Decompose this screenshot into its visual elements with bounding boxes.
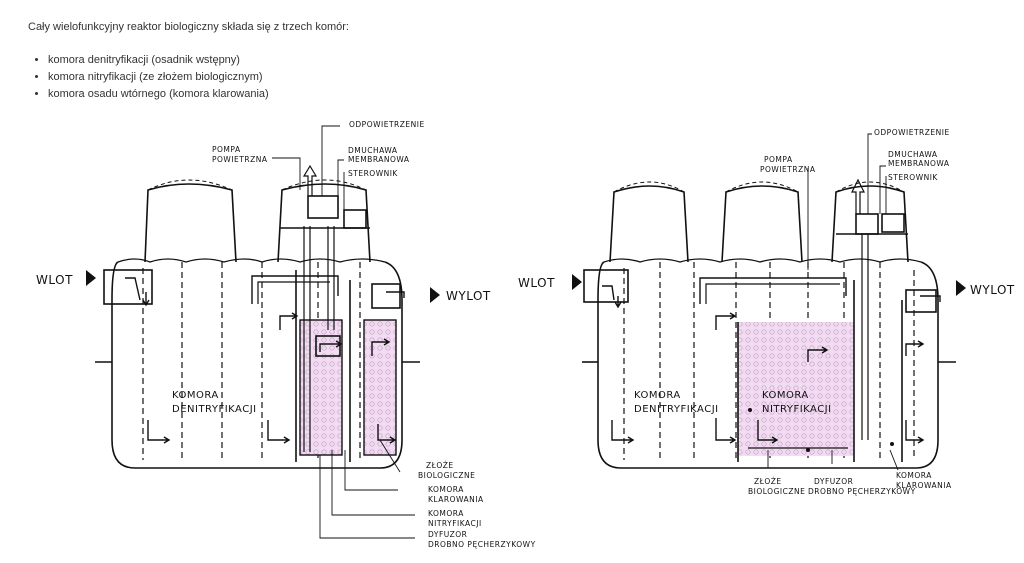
diffuser-label: DYFUZOR xyxy=(814,477,853,486)
bed-label: BIOLOGICZNE xyxy=(748,487,805,496)
clarification-label: KLAROWANIA xyxy=(428,495,484,504)
intro-text: Cały wielofunkcyjny reaktor biologiczny … xyxy=(28,21,349,33)
inlet-label: WLOT xyxy=(36,273,73,287)
bed-label: ZŁOŻE xyxy=(754,477,782,486)
denitrification-label: KOMORA xyxy=(634,390,681,401)
blower-label: DMUCHAWA xyxy=(348,146,398,155)
bed-label: BIOLOGICZNE xyxy=(418,471,475,480)
air-pump-label: POWIETRZNA xyxy=(760,165,816,174)
bed-label: ZŁOŻE xyxy=(426,461,454,470)
outlet-label: WYLOT xyxy=(970,283,1015,297)
air-pump-label: POMPA xyxy=(764,155,793,164)
diffuser-label: DYFUZOR xyxy=(428,530,467,539)
blower-label: DMUCHAWA xyxy=(888,150,938,159)
blower-label: MEMBRANOWA xyxy=(348,155,410,164)
diagram-left-labels: ODPOWIETRZENIE POMPA POWIETRZNA DMUCHAWA… xyxy=(36,120,536,549)
list-item: komora denitryfikacji (osadnik wstępny) xyxy=(48,52,269,69)
diagram-left xyxy=(86,125,440,539)
controller-label: STEROWNIK xyxy=(888,173,938,182)
nitrification-label: NITRYFIKACJI xyxy=(428,519,482,528)
chamber-list: komora denitryfikacji (osadnik wstępny) … xyxy=(28,52,269,103)
vent-label: ODPOWIETRZENIE xyxy=(349,120,425,129)
diffuser-label: DROBNO PĘCHERZYKOWY xyxy=(808,487,916,496)
vent-label: ODPOWIETRZENIE xyxy=(874,128,950,137)
nitrification-label: KOMORA xyxy=(762,390,809,401)
inlet-label: WLOT xyxy=(518,276,555,290)
diagram-right-labels: ODPOWIETRZENIE POMPA POWIETRZNA DMUCHAWA… xyxy=(518,128,1015,496)
air-pump-label: POWIETRZNA xyxy=(212,155,268,164)
denitrification-label: DENITRYFIKACJI xyxy=(634,404,719,415)
nitrification-label: NITRYFIKACJI xyxy=(762,404,832,415)
list-item: komora osadu wtórnego (komora klarowania… xyxy=(48,86,269,103)
blower-label: MEMBRANOWA xyxy=(888,159,950,168)
outlet-label: WYLOT xyxy=(446,289,491,303)
diffuser-label: DROBNO PĘCHERZYKOWY xyxy=(428,540,536,549)
clarification-label: KOMORA xyxy=(896,471,932,480)
diagram-right xyxy=(572,133,966,471)
denitrification-label: KOMORA xyxy=(172,390,219,401)
controller-label: STEROWNIK xyxy=(348,169,398,178)
list-item: komora nitryfikacji (ze złożem biologicz… xyxy=(48,69,269,86)
nitrification-label: KOMORA xyxy=(428,509,464,518)
denitrification-label: DENITRYFIKACJI xyxy=(172,404,257,415)
air-pump-label: POMPA xyxy=(212,145,241,154)
clarification-label: KOMORA xyxy=(428,485,464,494)
clarification-label: KLAROWANIA xyxy=(896,481,952,490)
